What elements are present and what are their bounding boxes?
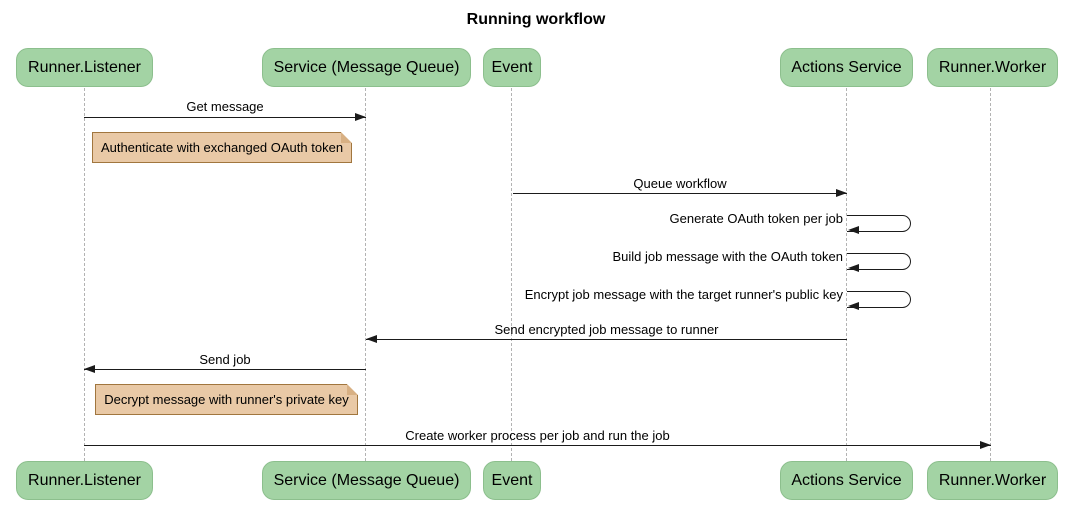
msg-send-encrypted-line <box>366 339 847 340</box>
msg-generate-oauth-label: Generate OAuth token per job <box>669 211 843 226</box>
participant-runner-worker-bottom: Runner.Worker <box>927 461 1058 500</box>
msg-queue-workflow-line <box>513 193 847 194</box>
self-loop-line <box>847 253 911 270</box>
arrowhead-right-icon <box>355 113 366 121</box>
participant-actions-service-bottom: Actions Service <box>780 461 913 500</box>
arrowhead-left-icon <box>848 302 859 310</box>
note-decrypt-private-key: Decrypt message with runner's private ke… <box>95 384 358 415</box>
msg-create-worker-label: Create worker process per job and run th… <box>405 428 670 443</box>
msg-get-message-line <box>84 117 366 118</box>
participant-runner-listener-bottom: Runner.Listener <box>16 461 153 500</box>
self-loop-line <box>847 291 911 308</box>
diagram-title: Running workflow <box>466 11 606 28</box>
participant-event-bottom: Event <box>483 461 541 500</box>
participant-service-message-queue-top: Service (Message Queue) <box>262 48 471 87</box>
msg-get-message-label: Get message <box>186 99 264 114</box>
msg-send-encrypted-label: Send encrypted job message to runner <box>494 322 719 337</box>
participant-runner-worker-top: Runner.Worker <box>927 48 1058 87</box>
arrowhead-left-icon <box>84 365 95 373</box>
arrowhead-right-icon <box>980 441 991 449</box>
msg-queue-workflow-label: Queue workflow <box>633 176 727 191</box>
lifeline-actions-service <box>846 88 847 461</box>
lifeline-runner-worker <box>990 88 991 461</box>
arrowhead-right-icon <box>836 189 847 197</box>
lifeline-service-message-queue <box>365 88 366 461</box>
participant-service-message-queue-bottom: Service (Message Queue) <box>262 461 471 500</box>
participant-actions-service-top: Actions Service <box>780 48 913 87</box>
msg-send-job-line <box>84 369 366 370</box>
note-authenticate-oauth: Authenticate with exchanged OAuth token <box>92 132 352 163</box>
participant-event-top: Event <box>483 48 541 87</box>
msg-build-job-message-label: Build job message with the OAuth token <box>612 249 843 264</box>
msg-create-worker-line <box>84 445 991 446</box>
lifeline-runner-listener <box>84 88 85 461</box>
arrowhead-left-icon <box>848 264 859 272</box>
self-loop-line <box>847 215 911 232</box>
arrowhead-left-icon <box>848 226 859 234</box>
msg-send-job-label: Send job <box>199 352 251 367</box>
arrowhead-left-icon <box>366 335 377 343</box>
msg-encrypt-job-message-label: Encrypt job message with the target runn… <box>524 287 843 302</box>
lifeline-event <box>511 88 512 461</box>
participant-runner-listener-top: Runner.Listener <box>16 48 153 87</box>
